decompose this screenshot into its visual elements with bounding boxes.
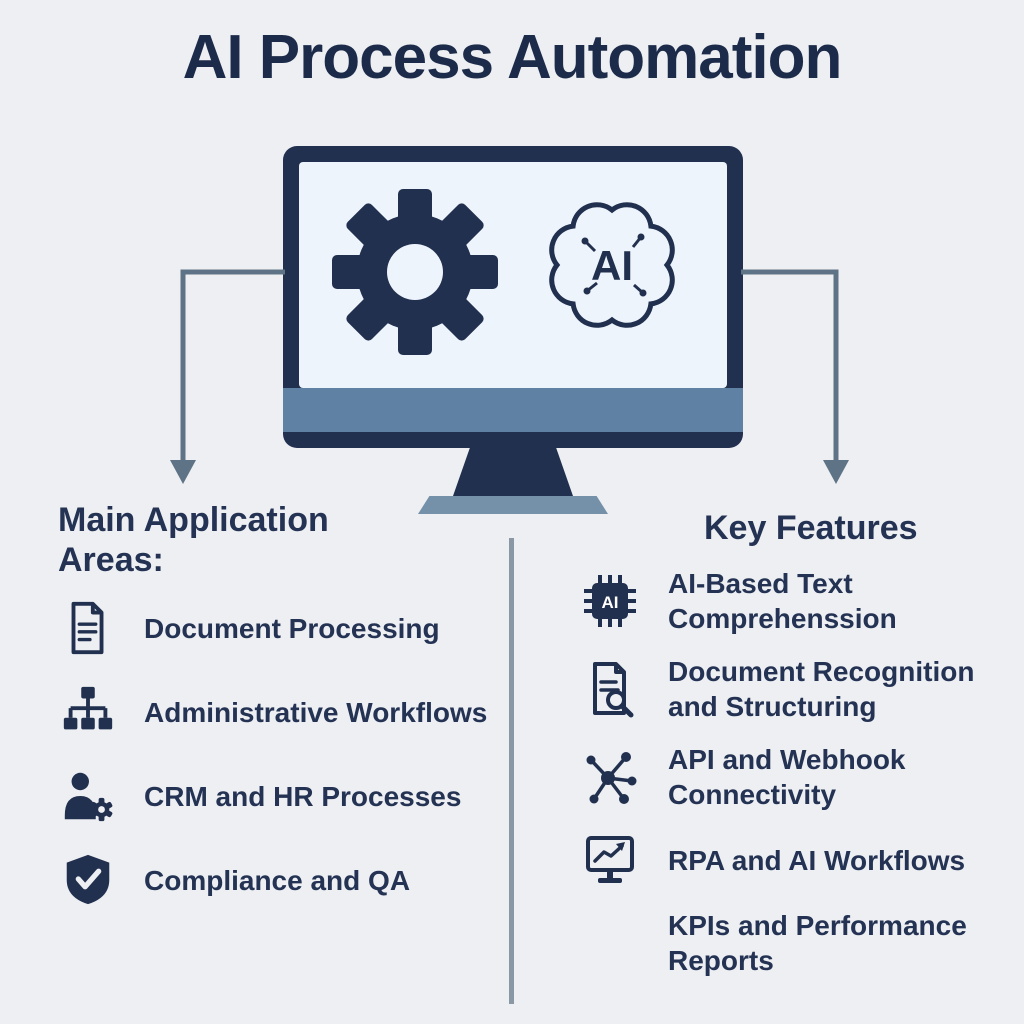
monitor-bezel (283, 388, 743, 432)
left-arrowhead-icon (170, 460, 196, 484)
document-icon (58, 598, 118, 658)
item-label: CRM and HR Processes (144, 780, 462, 812)
monitor-stand-neck (453, 448, 573, 496)
user-gear-icon (58, 766, 118, 826)
item-label: API and Webhook Connectivity (668, 744, 906, 810)
ai-brain-icon: AI (549, 202, 675, 328)
item-label: Compliance and QA (144, 864, 411, 896)
left-column-heading: Main Application Areas: (58, 501, 329, 580)
right-arrow-line (741, 269, 839, 462)
document-search-icon (580, 659, 640, 719)
item-label: Administrative Workflows (144, 696, 488, 728)
item-label: KPIs and Performance Reports (668, 910, 967, 976)
left-column-items: Document Processing Administra (58, 598, 508, 934)
list-item: Compliance and QA (58, 850, 508, 910)
page-title: AI Process Automation (182, 23, 843, 92)
item-label: Document Processing (144, 612, 440, 644)
workflow-icon (58, 682, 118, 742)
right-arrowhead-icon (823, 460, 849, 484)
list-item: RPA and AI Workflows (580, 830, 1010, 890)
list-item: API and Webhook Connectivity (580, 742, 1010, 812)
monitor-chart-icon (580, 830, 640, 890)
monitor-screen: AI (299, 162, 727, 388)
list-item: Document Processing (58, 598, 508, 658)
ai-chip-icon: AI (580, 571, 640, 631)
gear-icon (332, 189, 498, 355)
monitor-illustration: AI (283, 146, 743, 448)
network-icon (580, 747, 640, 807)
monitor-stand-base (418, 496, 608, 514)
list-item: CRM and HR Processes (58, 766, 508, 826)
left-arrow-line (180, 269, 285, 462)
list-item: AI AI-Based Text Comprehenssion (580, 566, 1010, 636)
list-item: Administrative Workflows (58, 682, 508, 742)
shield-check-icon (58, 850, 118, 910)
right-column-items: AI AI-Based Text Comprehenssion Document… (580, 566, 1010, 996)
brain-ai-label: AI (591, 242, 633, 289)
right-column-heading: Key Features (704, 509, 918, 547)
item-label: AI-Based Text Comprehenssion (668, 568, 897, 634)
icon-spacer (580, 913, 640, 973)
list-item: Document Recognition and Structuring (580, 654, 1010, 724)
item-label: Document Recognition and Structuring (668, 656, 975, 722)
list-item: KPIs and Performance Reports (580, 908, 1010, 978)
item-label: RPA and AI Workflows (668, 844, 966, 876)
chip-ai-label: AI (602, 593, 619, 612)
